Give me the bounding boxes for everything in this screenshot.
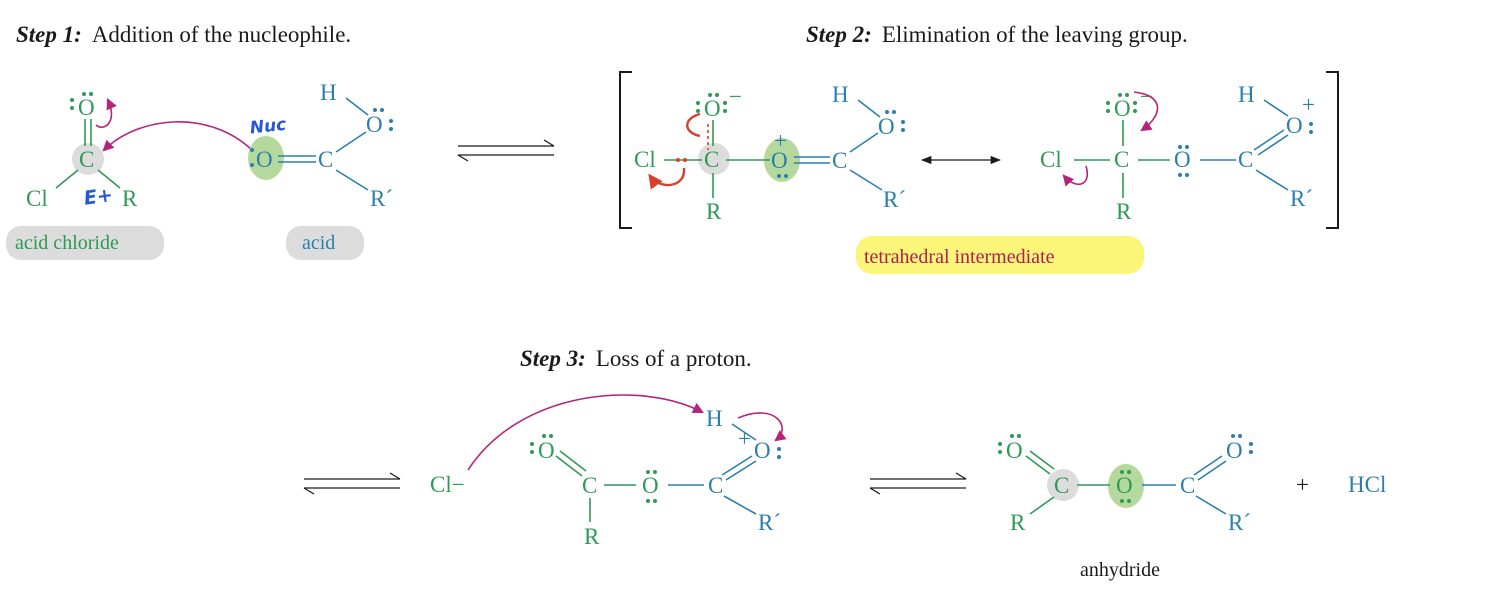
tetrahedral-resonance-a: O − C Cl R O + C O H R´ <box>634 82 906 224</box>
charge-plus: + <box>1302 92 1315 117</box>
acid-chloride-label: acid chloride <box>15 232 119 254</box>
acid-molecule: O C O H R´ <box>248 80 393 211</box>
curved-arrow <box>1133 91 1159 132</box>
hcl-product: HCl <box>1348 472 1386 497</box>
atom-r-prime: R´ <box>1290 186 1313 211</box>
acid-chloride-molecule: O C Cl R <box>26 92 138 211</box>
atom-h: H <box>320 80 337 105</box>
carbon-highlight <box>1047 469 1079 501</box>
protonated-anhydride-molecule: O C R O C O + H R´ <box>530 406 787 549</box>
atom-r: R <box>1010 510 1026 535</box>
curved-arrow <box>737 412 787 442</box>
handwritten-red-arrows <box>648 112 709 190</box>
atom-o: O <box>878 114 895 139</box>
oxygen-highlight <box>1108 464 1144 508</box>
step-1-heading: Step 1:Addition of the nucleophile. <box>16 22 351 47</box>
atom-c: C <box>318 147 333 172</box>
atom-o: O <box>538 438 555 463</box>
atom-o: O <box>642 473 659 498</box>
atom-cl: Cl <box>1040 147 1062 172</box>
oxygen-highlight <box>248 136 284 180</box>
charge-plus: + <box>774 128 787 153</box>
chloride-ion: Cl− <box>430 472 465 497</box>
atom-h: H <box>832 82 849 107</box>
atom-h: H <box>1238 82 1255 107</box>
atom-r: R <box>584 524 600 549</box>
nucleophile-annotation: Nuc <box>249 115 287 139</box>
charge-minus: − <box>729 84 742 109</box>
atom-o: O <box>1286 113 1303 138</box>
atom-c: C <box>1180 473 1195 498</box>
atom-r-prime: R´ <box>883 187 906 212</box>
atom-c: C <box>704 147 719 172</box>
electrophile-annotation: E+ <box>83 184 115 210</box>
oxygen-highlight <box>764 138 800 182</box>
curved-arrow <box>95 97 117 128</box>
tetrahedral-intermediate-label: tetrahedral intermediate <box>864 246 1055 268</box>
charge-minus: − <box>1140 84 1153 109</box>
anhydride-label: anhydride <box>1080 559 1160 581</box>
atom-r: R <box>122 186 138 211</box>
carbon-highlight <box>698 143 730 175</box>
equilibrium-arrow <box>457 139 555 162</box>
atom-o: O <box>1174 147 1191 172</box>
atom-c: C <box>832 148 847 173</box>
atom-c: C <box>582 473 597 498</box>
atom-c: C <box>708 473 723 498</box>
right-bracket <box>1326 71 1339 229</box>
curved-arrow <box>467 394 704 471</box>
atom-r: R <box>706 199 722 224</box>
tetrahedral-resonance-b: O − Cl C R O C O + H R´ <box>1040 82 1315 224</box>
atom-o: O <box>256 147 273 172</box>
acid-label: acid <box>302 232 335 254</box>
atom-r-prime: R´ <box>1228 510 1251 535</box>
atom-cl: Cl <box>26 186 48 211</box>
carbonyl-carbon-highlight <box>72 143 104 175</box>
atom-o: O <box>1226 438 1243 463</box>
atom-r-prime: R´ <box>370 186 393 211</box>
step-3-heading: Step 3:Loss of a proton. <box>520 346 752 371</box>
atom-o: O <box>704 96 721 121</box>
charge-plus: + <box>738 426 751 451</box>
atom-o: O <box>1116 473 1133 498</box>
atom-c: C <box>1114 147 1129 172</box>
atom-o: O <box>366 112 383 137</box>
atom-o: O <box>1006 438 1023 463</box>
atom-c: C <box>1054 473 1069 498</box>
step-2-heading: Step 2:Elimination of the leaving group. <box>806 22 1188 47</box>
plus-sign: + <box>1296 472 1309 497</box>
atom-c: C <box>79 147 94 172</box>
equilibrium-arrow <box>303 472 401 495</box>
atom-h: H <box>706 406 723 431</box>
curved-arrow <box>1062 165 1089 187</box>
atom-cl: Cl <box>634 147 656 172</box>
left-bracket <box>619 71 632 229</box>
label-bg <box>286 226 364 260</box>
equilibrium-arrow <box>869 472 967 495</box>
atom-r: R <box>1116 199 1132 224</box>
label-bg <box>6 226 164 260</box>
atom-o: O <box>771 148 788 173</box>
atom-c: C <box>1238 147 1253 172</box>
curved-arrow <box>102 121 253 152</box>
atom-o: O <box>1114 96 1131 121</box>
atom-o: O <box>754 438 771 463</box>
atom-r-prime: R´ <box>758 510 781 535</box>
label-highlight <box>856 236 1144 274</box>
anhydride-molecule: O C R O C O R´ <box>998 434 1253 535</box>
atom-o: O <box>78 95 95 120</box>
